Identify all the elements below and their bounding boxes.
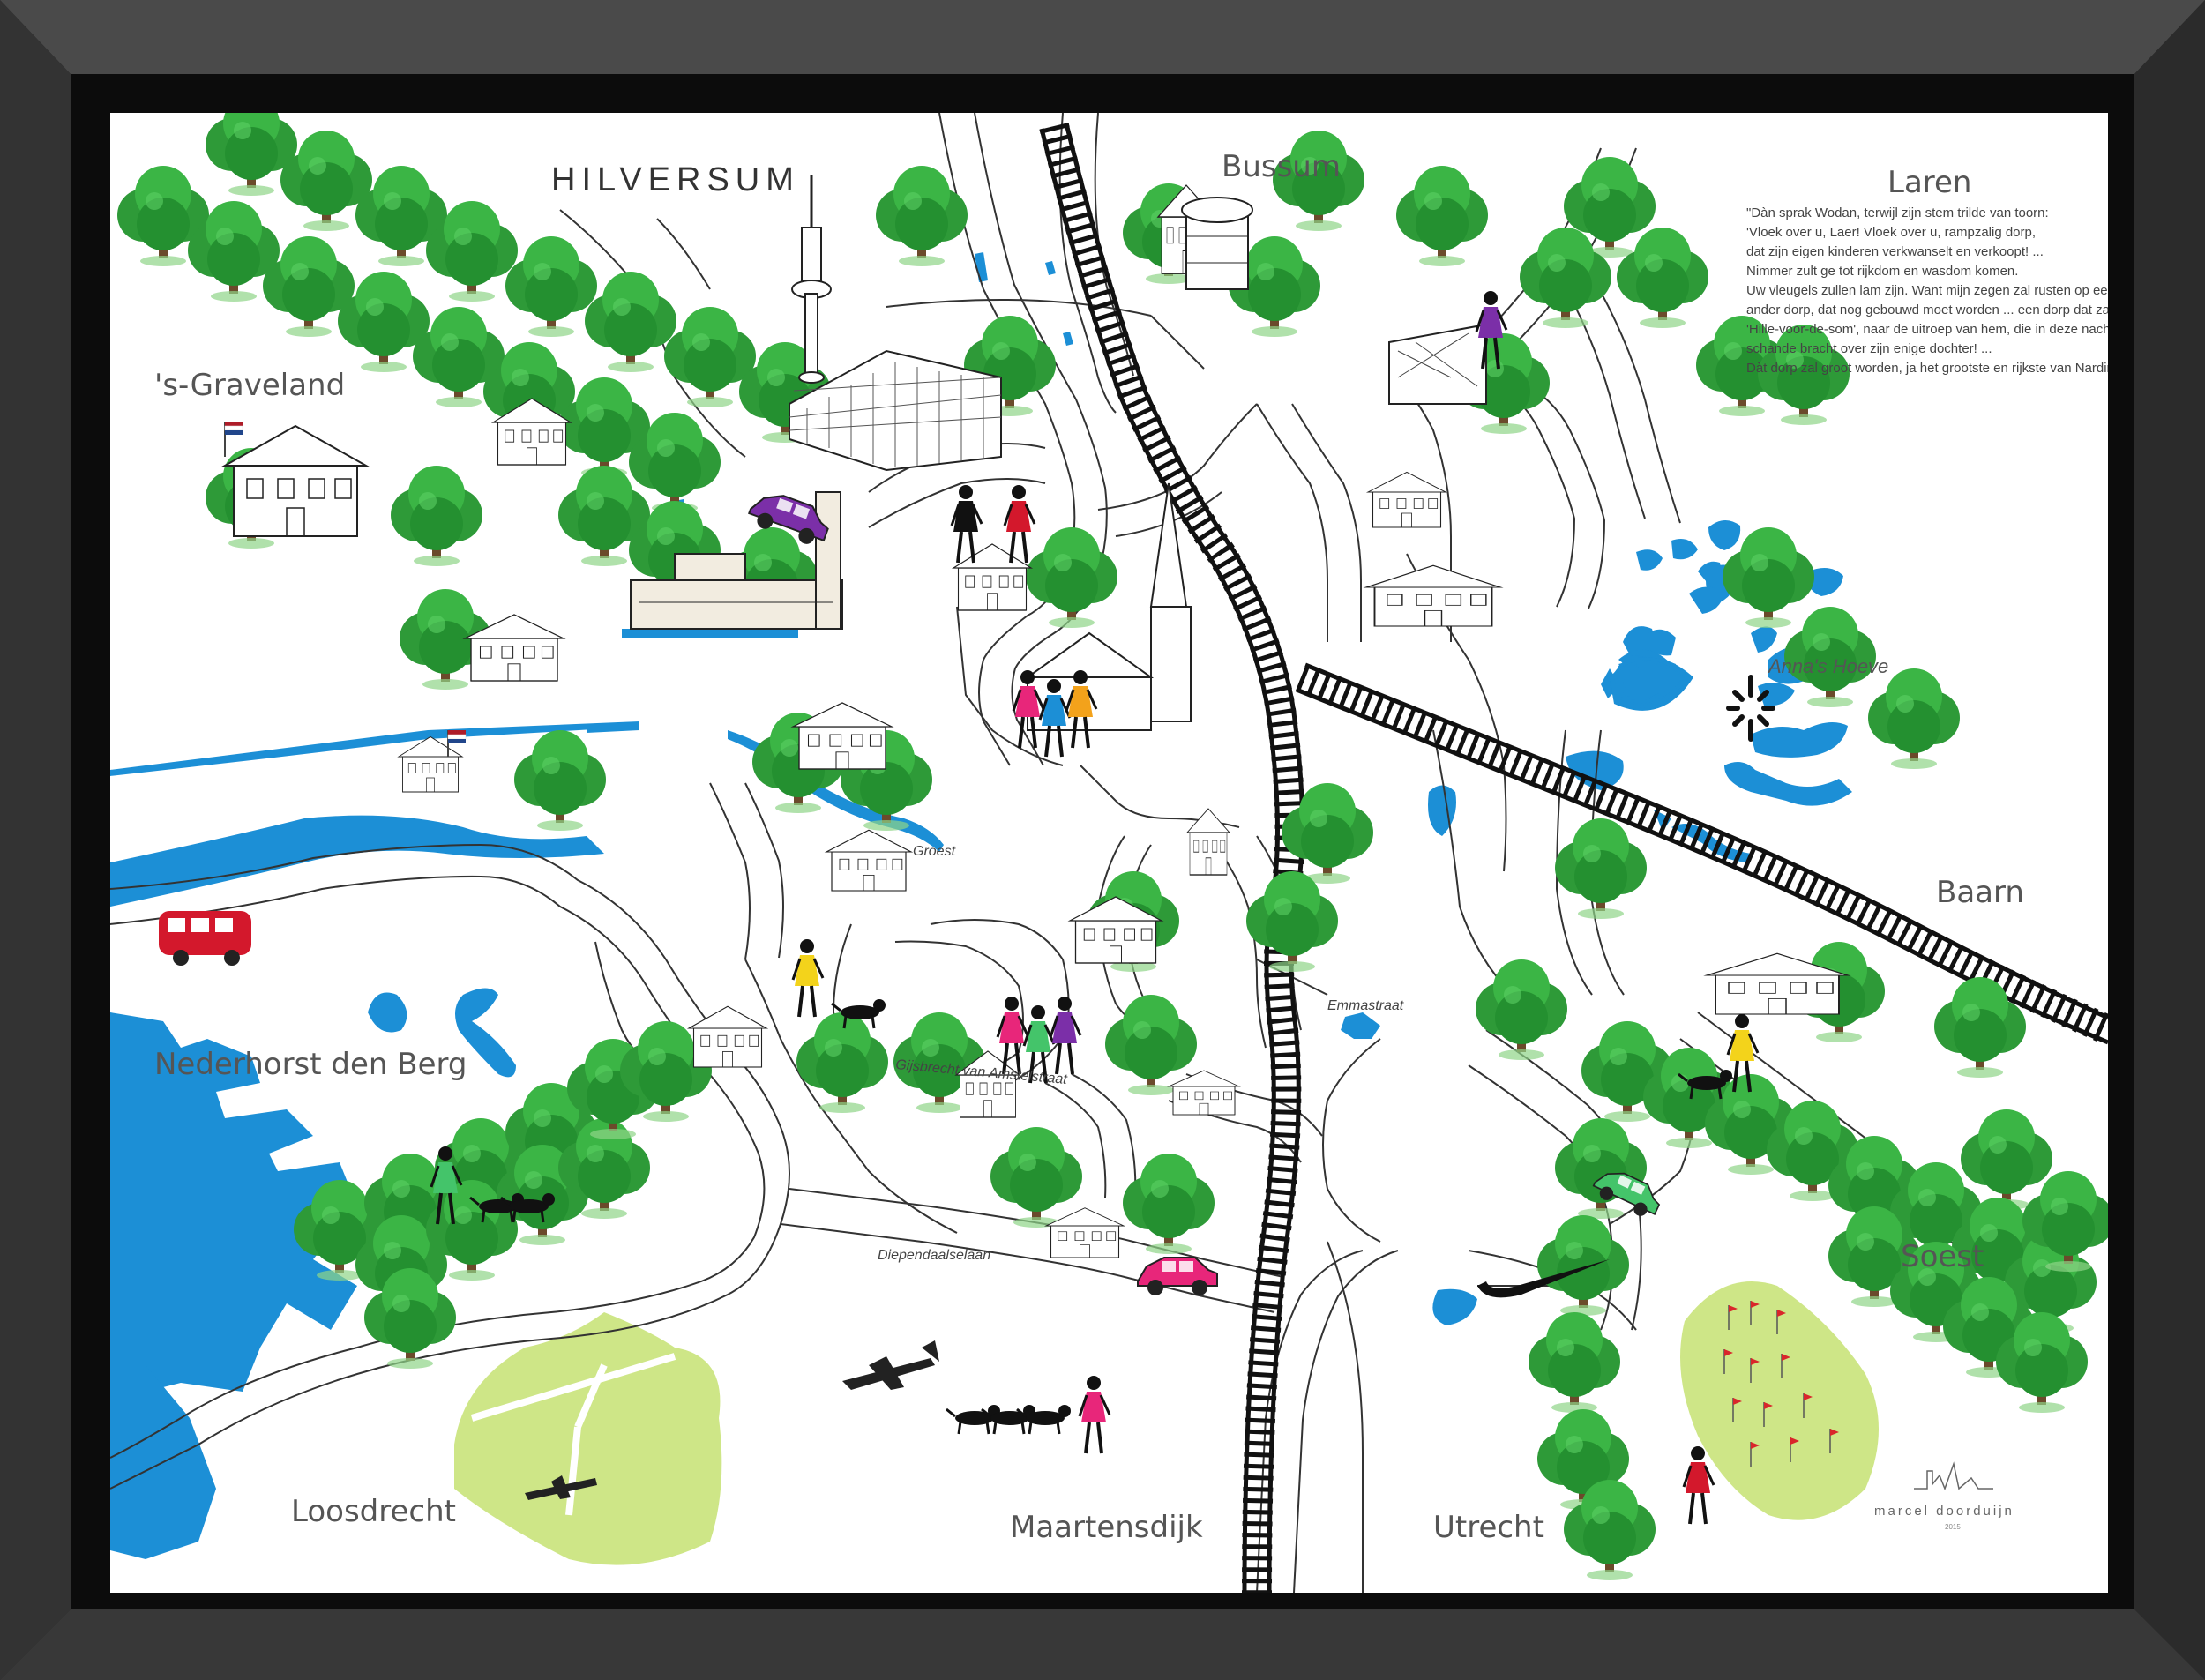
flower-icon xyxy=(1726,675,1775,742)
place-label-hilversum: HILVERSUM xyxy=(551,161,800,198)
signature-name: marcel doorduijn xyxy=(1874,1504,2014,1519)
building-icon xyxy=(224,175,1849,1258)
pond-north-4 xyxy=(1063,332,1073,346)
legend-line: 'Hille-voor-de-som', naar de uitroep van… xyxy=(1746,322,2108,337)
map-canvas: HILVERSUM Bussum Laren 's-Graveland Anna… xyxy=(110,113,2108,1593)
airfield-runway xyxy=(470,1353,676,1516)
place-label-annas-hoeve: Anna's Hoeve xyxy=(1767,655,1888,677)
bus-icon xyxy=(159,911,251,966)
heath-area xyxy=(454,1312,722,1565)
pond-annas-hoeve-east xyxy=(1751,722,1848,758)
pond-utrecht xyxy=(1432,1288,1477,1325)
pond-north-3 xyxy=(1045,261,1056,275)
loosdrecht-lakes xyxy=(110,1012,357,1400)
place-label-loosdrecht: Loosdrecht xyxy=(291,1494,456,1529)
tower-icon xyxy=(791,175,832,384)
museum-laren xyxy=(1388,323,1487,405)
artist-signature: marcel doorduijn 2015 xyxy=(1874,1461,2014,1531)
place-label-utrecht: Utrecht xyxy=(1433,1510,1544,1545)
town-hall xyxy=(630,491,843,630)
legend-line: Nimmer zult ge tot rijkdom en wasdom kom… xyxy=(1746,264,2018,279)
legend-line: "Dàn sprak Wodan, terwijl zijn stem tril… xyxy=(1746,205,2049,220)
flag-icon xyxy=(224,422,467,757)
pond-annas-hoeve-west xyxy=(1566,750,1624,790)
legend-line: Dàt dorp zal groot worden, ja het groots… xyxy=(1746,361,2108,376)
place-label-baarn: Baarn xyxy=(1936,875,2024,910)
loosdrecht-lake-south xyxy=(110,1348,216,1559)
pond-fish xyxy=(1341,1012,1380,1039)
street-label-groest: Groest xyxy=(913,844,956,859)
railway-north-south xyxy=(1039,122,1305,1593)
pond-station xyxy=(1428,785,1456,836)
legend-line: ander dorp, dat nog gebouwd moet worden … xyxy=(1746,302,2108,317)
place-label-soest: Soest xyxy=(1901,1239,1984,1274)
plane-icon xyxy=(525,1340,939,1500)
legend-line: Uw vleugels zullen lam zijn. Want mijn z… xyxy=(1746,283,2108,298)
water-tower xyxy=(1181,197,1253,290)
pond-nederhorst xyxy=(368,992,407,1033)
pond-annas-hoeve-5 xyxy=(1751,626,1777,653)
legend-line: 'Vloek over u, Laer! Vloek over u, rampz… xyxy=(1746,225,2036,240)
place-label-nederhorst: Nederhorst den Berg xyxy=(154,1047,467,1082)
place-label-laren: Laren xyxy=(1887,165,1971,200)
church-groest xyxy=(1024,482,1192,731)
media-building xyxy=(789,349,1002,472)
place-label-maartensdijk: Maartensdijk xyxy=(1010,1510,1203,1545)
pond-townhall-front xyxy=(622,629,798,638)
place-label-bussum: Bussum xyxy=(1222,149,1341,184)
golf-course xyxy=(1680,1281,1879,1520)
legend-line: dat zijn eigen kinderen verkwanselt en v… xyxy=(1746,244,2044,259)
legend-quote: "Dàn sprak Wodan, terwijl zijn stem tril… xyxy=(1746,205,2108,376)
street-label-emmastraat: Emmastraat xyxy=(1327,998,1404,1013)
street-label-diependaalselaan: Diependaalselaan xyxy=(878,1248,990,1263)
legend-line: schande bracht over zijn enige dochter! … xyxy=(1746,341,1992,356)
stream-annas-hoeve xyxy=(1724,762,1852,806)
swoosh-icon xyxy=(1477,1259,1610,1298)
canal xyxy=(110,815,604,907)
pond-nederhorst-east xyxy=(455,988,516,1078)
map-poster: HILVERSUM Bussum Laren 's-Graveland Anna… xyxy=(110,113,2108,1593)
place-label-graveland: 's-Graveland xyxy=(154,368,345,403)
signature-year: 2015 xyxy=(1945,1523,1961,1531)
